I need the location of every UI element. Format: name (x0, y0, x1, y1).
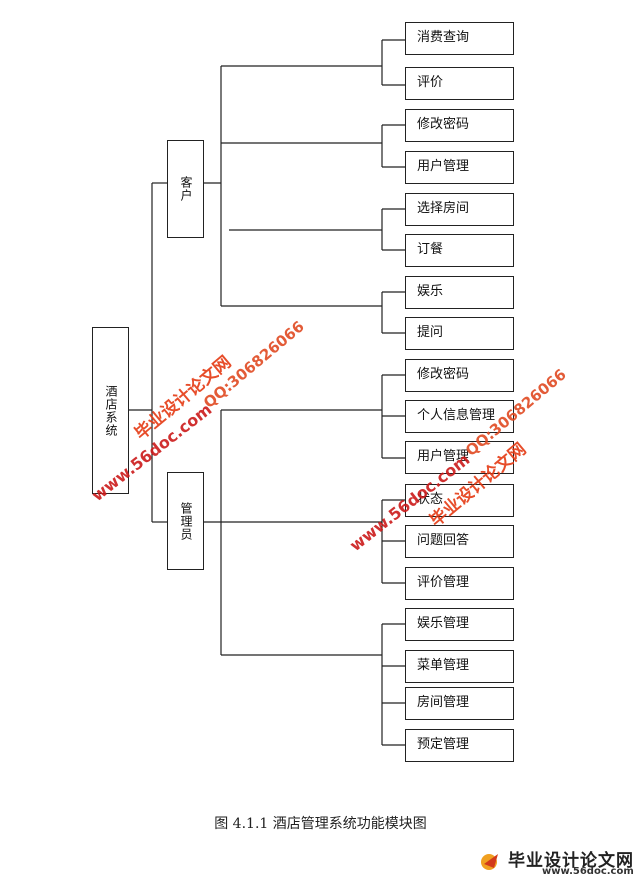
customer-item-label: 选择房间 (417, 201, 470, 216)
root-box: 酒店系统 (92, 327, 129, 494)
figure-caption: 图 4.1.1 酒店管理系统功能模块图 (214, 816, 427, 832)
admin-item-label: 房间管理 (417, 695, 470, 710)
customer-item-label: 评价 (417, 75, 444, 90)
admin-item-box: 个人信息管理 (405, 400, 514, 433)
group-label-admin: 管理员 (179, 501, 193, 541)
customer-item-box: 订餐 (405, 234, 514, 267)
customer-item-box: 用户管理 (405, 151, 514, 184)
logo-title: 毕业设计论文网 (508, 851, 634, 871)
customer-item-label: 消费查询 (417, 30, 470, 45)
customer-item-box: 评价 (405, 67, 514, 100)
admin-item-box: 娱乐管理 (405, 608, 514, 641)
customer-item-label: 娱乐 (417, 284, 444, 299)
admin-item-box: 问题回答 (405, 525, 514, 558)
customer-item-box: 消费查询 (405, 22, 514, 55)
admin-item-label: 娱乐管理 (417, 616, 470, 631)
admin-item-box: 菜单管理 (405, 650, 514, 683)
admin-item-box: 修改密码 (405, 359, 514, 392)
logo-emblem-icon (481, 854, 498, 870)
group-box-customer: 客户 (167, 140, 204, 238)
root-label: 酒店系统 (104, 384, 118, 437)
site-logo: 毕业设计论文网 www.56doc.com (478, 846, 638, 878)
customer-item-box: 选择房间 (405, 193, 514, 226)
customer-item-box: 娱乐 (405, 276, 514, 309)
group-box-admin: 管理员 (167, 472, 204, 570)
customer-item-box: 提问 (405, 317, 514, 350)
group-label-customer: 客户 (179, 176, 193, 202)
admin-item-label: 个人信息管理 (417, 408, 496, 423)
admin-item-box: 评价管理 (405, 567, 514, 600)
customer-item-box: 修改密码 (405, 109, 514, 142)
admin-item-box: 状态 (405, 484, 514, 517)
customer-item-label: 订餐 (417, 242, 444, 257)
admin-item-label: 问题回答 (417, 533, 470, 548)
admin-item-label: 菜单管理 (417, 658, 470, 673)
admin-item-label: 修改密码 (417, 367, 470, 382)
logo-url: www.56doc.com (542, 866, 634, 877)
admin-item-box: 用户管理 (405, 441, 514, 474)
customer-item-label: 用户管理 (417, 159, 470, 174)
admin-item-label: 状态 (417, 492, 444, 507)
admin-item-label: 预定管理 (417, 737, 470, 752)
admin-item-label: 用户管理 (417, 449, 470, 464)
admin-item-box: 房间管理 (405, 687, 514, 720)
admin-item-box: 预定管理 (405, 729, 514, 762)
admin-item-label: 评价管理 (417, 575, 470, 590)
customer-item-label: 提问 (417, 325, 444, 340)
customer-item-label: 修改密码 (417, 117, 470, 132)
